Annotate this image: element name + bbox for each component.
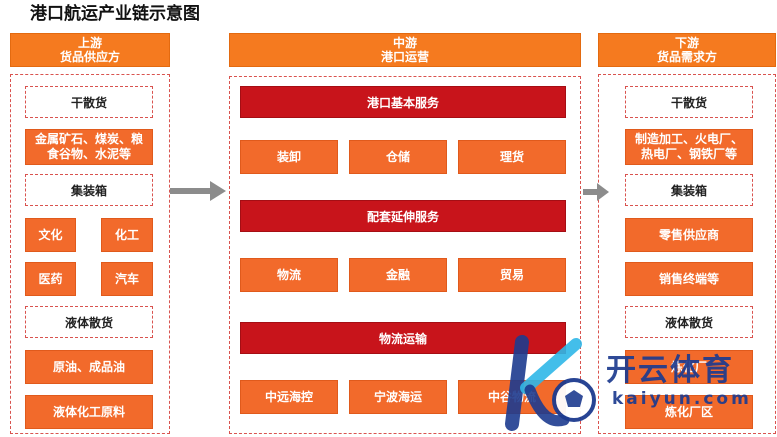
mid-logistics-company: 宁波海运 <box>349 380 447 414</box>
mid-extended-item: 物流 <box>240 258 338 292</box>
kaiyun-logo-icon <box>505 335 596 431</box>
mid-extended-item: 金融 <box>349 258 447 292</box>
upstream-auto: 汽车 <box>101 262 153 296</box>
upstream-chemical: 化工 <box>101 218 153 252</box>
upstream-metals-coal: 金属矿石、煤炭、粮食谷物、水泥等 <box>25 129 153 165</box>
arrow-right-icon <box>583 183 609 201</box>
mid-basic-item: 仓储 <box>349 140 447 174</box>
downstream-header-line1: 下游 <box>674 36 699 50</box>
mid-basic-item: 理货 <box>458 140 566 174</box>
downstream-header: 下游 货品需求方 <box>598 33 776 67</box>
downstream-factories: 制造加工、火电厂、热电厂、钢铁厂等 <box>625 129 753 165</box>
upstream-header-line2: 货品供应方 <box>59 50 120 64</box>
watermark-brand-en: kaiyun.com <box>612 389 752 409</box>
mid-extended-item: 贸易 <box>458 258 566 292</box>
mid-logistics: 物流运输 <box>240 322 566 354</box>
page-title: 港口航运产业链示意图 <box>30 4 200 24</box>
downstream-dry-bulk: 干散货 <box>625 86 753 118</box>
mid-extended-service: 配套延伸服务 <box>240 200 566 232</box>
downstream-refinery: 炼化厂 <box>625 350 753 384</box>
upstream-oil: 原油、成品油 <box>25 350 153 384</box>
downstream-retail-supplier: 零售供应商 <box>625 218 753 252</box>
downstream-liquid-bulk: 液体散货 <box>625 306 753 338</box>
downstream-retail-terminal: 销售终端等 <box>625 262 753 296</box>
upstream-medicine: 医药 <box>25 262 76 296</box>
upstream-dry-bulk: 干散货 <box>25 86 153 118</box>
upstream-header-line1: 上游 <box>77 36 102 50</box>
upstream-liquid-chemical: 液体化工原料 <box>25 395 153 429</box>
mid-basic-service: 港口基本服务 <box>240 86 566 118</box>
midstream-header-line2: 港口运营 <box>380 50 429 64</box>
downstream-header-line2: 货品需求方 <box>656 50 717 64</box>
upstream-culture: 文化 <box>25 218 76 252</box>
upstream-container: 集装箱 <box>25 174 153 206</box>
midstream-panel <box>229 76 581 434</box>
mid-logistics-company: 中远海控 <box>240 380 338 414</box>
upstream-header: 上游 货品供应方 <box>10 33 170 67</box>
midstream-header-line1: 中游 <box>392 36 417 50</box>
downstream-panel <box>598 74 776 434</box>
watermark-brand-cn: 开云体育 <box>606 353 734 388</box>
arrow-right-icon <box>170 181 226 201</box>
mid-basic-item: 装卸 <box>240 140 338 174</box>
downstream-container: 集装箱 <box>625 174 753 206</box>
upstream-liquid-bulk: 液体散货 <box>25 306 153 338</box>
midstream-header: 中游 港口运营 <box>229 33 581 67</box>
downstream-refinery-area: 炼化厂区 <box>625 395 753 429</box>
upstream-panel <box>10 74 170 434</box>
